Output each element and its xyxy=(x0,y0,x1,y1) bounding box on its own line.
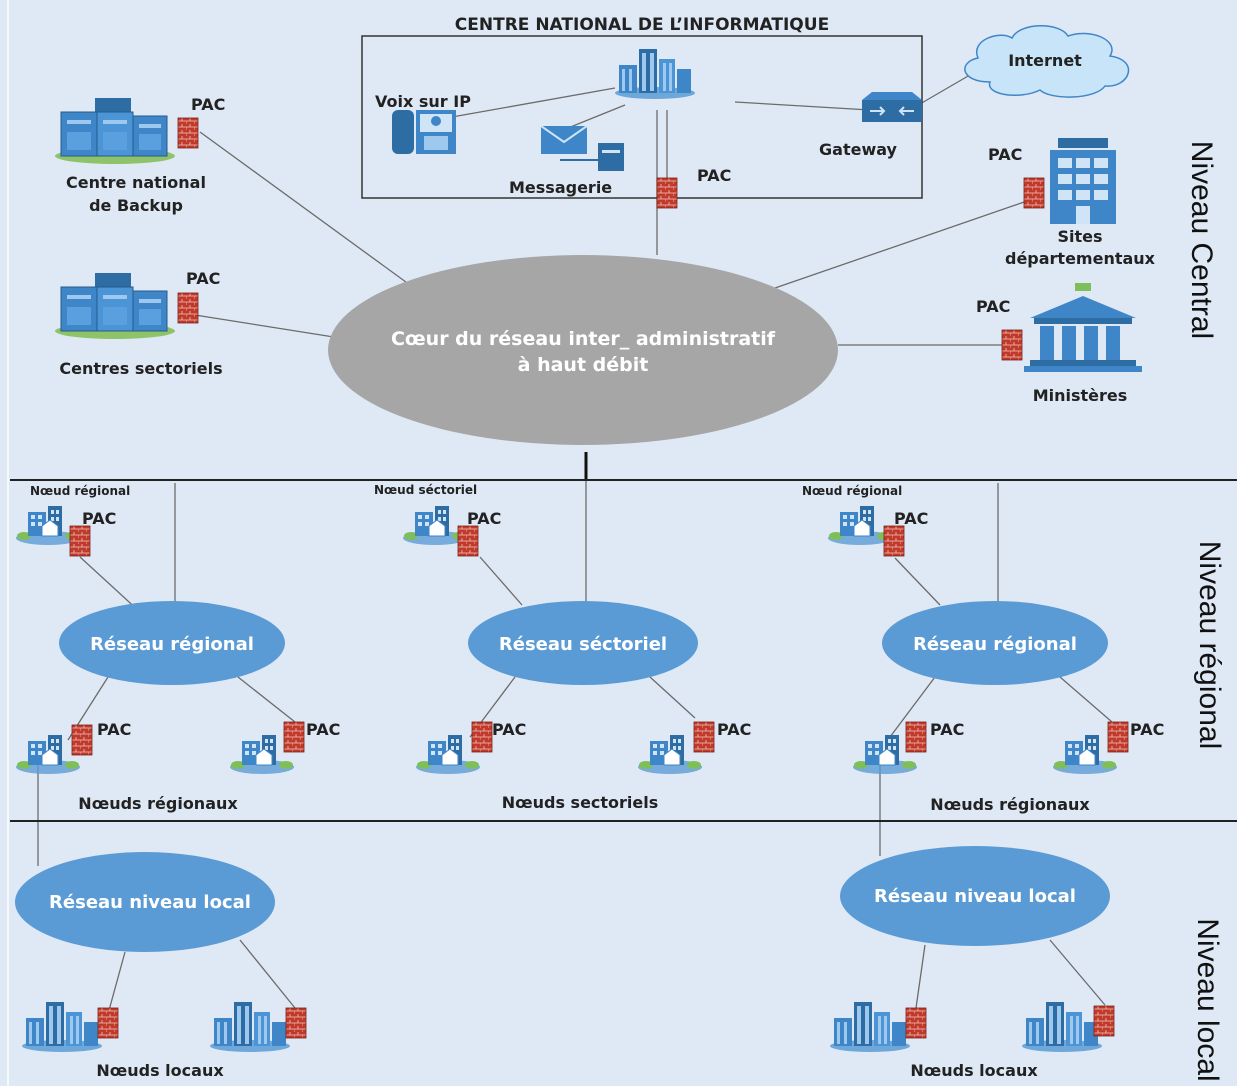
pac-label: PAC xyxy=(306,720,340,739)
ministries-label: Ministères xyxy=(1033,386,1128,405)
local-node-tower-icon xyxy=(830,1002,910,1052)
sectoral-node-town-icon xyxy=(415,734,481,775)
local-nodes-label-left: Nœuds locaux xyxy=(96,1061,224,1080)
pac-firewall-icon xyxy=(905,721,927,753)
local-network-right: Réseau niveau local xyxy=(840,846,1110,946)
pac-firewall-icon xyxy=(71,724,93,756)
pac-label: PAC xyxy=(492,720,526,739)
internet-cloud: Internet xyxy=(964,25,1130,98)
gateway-label: Gateway xyxy=(819,140,898,159)
regional-network-right: Réseau régional xyxy=(882,601,1108,685)
svg-text:Réseau régional: Réseau régional xyxy=(913,634,1077,655)
local-node-tower-icon xyxy=(22,1002,102,1052)
pac-label: PAC xyxy=(1130,720,1164,739)
pac-firewall-icon xyxy=(656,177,678,209)
datacenter-tower-icon xyxy=(615,49,695,99)
regional-nodes-label-right: Nœuds régionaux xyxy=(930,795,1090,814)
voip-phone-icon xyxy=(392,110,456,154)
messaging-icon xyxy=(540,125,624,171)
regional-nodes-label-left: Nœuds régionaux xyxy=(78,794,238,813)
svg-text:Réseau régional: Réseau régional xyxy=(90,634,254,655)
pac-label: PAC xyxy=(697,166,731,185)
core-network: Cœur du réseau inter_ administratif à ha… xyxy=(328,255,838,445)
pac-firewall-icon xyxy=(1093,1005,1115,1037)
local-node-tower-icon xyxy=(1022,1002,1102,1052)
pac-firewall-icon xyxy=(1001,329,1023,361)
level-local-label: Niveau local xyxy=(1191,918,1224,1081)
sectoral-node-town-icon xyxy=(637,734,703,775)
department-sites-label-2: départementaux xyxy=(1005,249,1156,268)
local-nodes-label-right: Nœuds locaux xyxy=(910,1061,1038,1080)
pac-firewall-icon xyxy=(471,721,493,753)
backup-center-label-2: de Backup xyxy=(89,196,183,215)
pac-firewall-icon xyxy=(457,525,479,557)
sectoral-node-label: Nœud séctoriel xyxy=(374,483,477,497)
department-sites-icon xyxy=(1050,138,1116,224)
ministry-building-icon xyxy=(1024,283,1142,372)
pac-firewall-icon xyxy=(177,117,199,149)
connection-lines xyxy=(37,71,1113,1026)
pac-firewall-icon xyxy=(97,1007,119,1039)
level-central-label: Niveau Central xyxy=(1185,141,1218,339)
pac-firewall-icon xyxy=(283,721,305,753)
pac-label: PAC xyxy=(191,95,225,114)
pac-firewall-icon xyxy=(177,292,199,324)
local-network-left: Réseau niveau local xyxy=(15,852,275,952)
regional-node-town-icon xyxy=(15,734,81,775)
core-label-2: à haut débit xyxy=(518,354,649,376)
pac-firewall-icon xyxy=(905,1007,927,1039)
sectoral-centers-label: Centres sectoriels xyxy=(59,359,222,378)
pac-label: PAC xyxy=(976,297,1010,316)
pac-firewall-icon xyxy=(1107,721,1129,753)
pac-label: PAC xyxy=(467,509,501,528)
sectoral-network: Réseau séctoriel xyxy=(468,601,698,685)
pac-label: PAC xyxy=(186,269,220,288)
pac-firewall-icon xyxy=(285,1007,307,1039)
backup-center-label-1: Centre national xyxy=(66,173,206,192)
sectoral-node-town-icon xyxy=(402,505,468,546)
pac-label: PAC xyxy=(894,509,928,528)
pac-firewall-icon xyxy=(69,525,91,557)
gateway-icon xyxy=(862,92,922,122)
regional-node-label-left: Nœud régional xyxy=(30,484,130,498)
pac-label: PAC xyxy=(97,720,131,739)
svg-text:Réseau séctoriel: Réseau séctoriel xyxy=(499,634,667,655)
pac-label: PAC xyxy=(82,509,116,528)
pac-label: PAC xyxy=(930,720,964,739)
department-sites-label-1: Sites xyxy=(1057,227,1102,246)
pac-label: PAC xyxy=(717,720,751,739)
sectoral-servers-icon xyxy=(54,272,176,340)
pac-label: PAC xyxy=(988,145,1022,164)
core-label-1: Cœur du réseau inter_ administratif xyxy=(391,328,776,350)
national-center-title: CENTRE NATIONAL DE L’INFORMATIQUE xyxy=(455,15,829,35)
messaging-label: Messagerie xyxy=(509,178,612,197)
regional-node-label-right: Nœud régional xyxy=(802,484,902,498)
level-regional-label: Niveau régional xyxy=(1193,541,1226,749)
pac-firewall-icon xyxy=(1023,177,1045,209)
local-node-tower-icon xyxy=(210,1002,290,1052)
regional-node-town-icon xyxy=(827,505,893,546)
sectoral-nodes-label: Nœuds sectoriels xyxy=(502,793,659,812)
backup-servers-icon xyxy=(54,97,176,165)
pac-firewall-icon xyxy=(693,721,715,753)
svg-text:Réseau niveau local: Réseau niveau local xyxy=(874,886,1076,907)
regional-network-left: Réseau régional xyxy=(59,601,285,685)
national-center-box: CENTRE NATIONAL DE L’INFORMATIQUE Voix s… xyxy=(361,15,923,209)
pac-firewall-icon xyxy=(883,525,905,557)
regional-node-town-icon xyxy=(1052,734,1118,775)
internet-label: Internet xyxy=(1008,51,1082,70)
voip-label: Voix sur IP xyxy=(375,92,471,111)
svg-text:Réseau niveau local: Réseau niveau local xyxy=(49,892,251,913)
